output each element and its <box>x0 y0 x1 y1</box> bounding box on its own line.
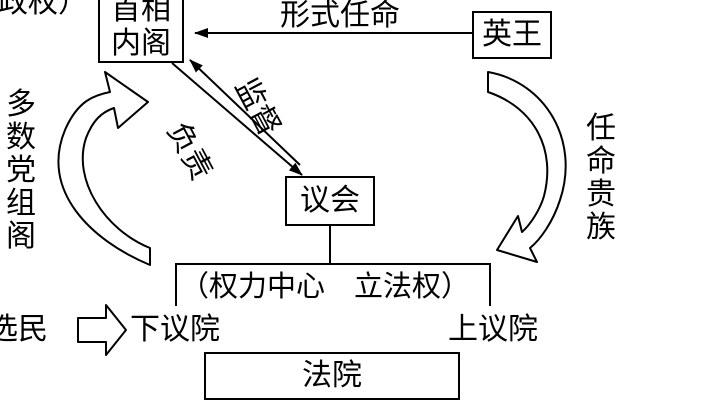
majority-party-label: 多数党组阁 <box>4 88 38 253</box>
court-label: 法院 <box>302 358 362 393</box>
vertical-char: 族 <box>586 210 616 245</box>
vertical-char: 党 <box>6 153 36 188</box>
majority-party-text: 多数党组阁 <box>4 88 38 253</box>
left-curved-arrow <box>57 71 151 266</box>
cut-label: 政权） <box>0 0 88 20</box>
appoint-nobles-text: 任命贵族 <box>584 112 618 244</box>
cabinet-box: 首相 内阁 <box>98 0 184 63</box>
right-curved-arrow <box>487 71 567 263</box>
vertical-char: 命 <box>586 144 616 179</box>
voters-arrow <box>77 304 127 356</box>
vertical-char: 任 <box>586 111 616 146</box>
vertical-char: 阁 <box>6 219 36 254</box>
responsible-arrow <box>171 62 303 176</box>
appoint-nobles-label: 任命贵族 <box>584 112 618 244</box>
vertical-char: 多 <box>6 87 36 122</box>
legislature-bracket <box>175 263 491 306</box>
cabinet-bottom-label: 内阁 <box>111 25 171 61</box>
king-label: 英王 <box>482 17 542 52</box>
vertical-char: 数 <box>6 120 36 155</box>
court-box: 法院 <box>204 352 460 400</box>
formal-appoint-label: 形式任命 <box>280 0 400 33</box>
power-center-label: （权力中心 立法权） <box>180 269 471 303</box>
vertical-char: 组 <box>6 186 36 221</box>
king-box: 英王 <box>472 11 552 59</box>
lower-house-label: 下议院 <box>130 312 220 347</box>
voters-label: 选民 <box>0 312 48 347</box>
upper-house-label: 上议院 <box>448 312 538 347</box>
supervise-arrow <box>189 59 301 166</box>
parliament-label: 议会 <box>300 183 360 218</box>
cabinet-top-label: 首相 <box>111 0 171 27</box>
vertical-char: 贵 <box>586 177 616 212</box>
parliament-box: 议会 <box>285 176 375 226</box>
